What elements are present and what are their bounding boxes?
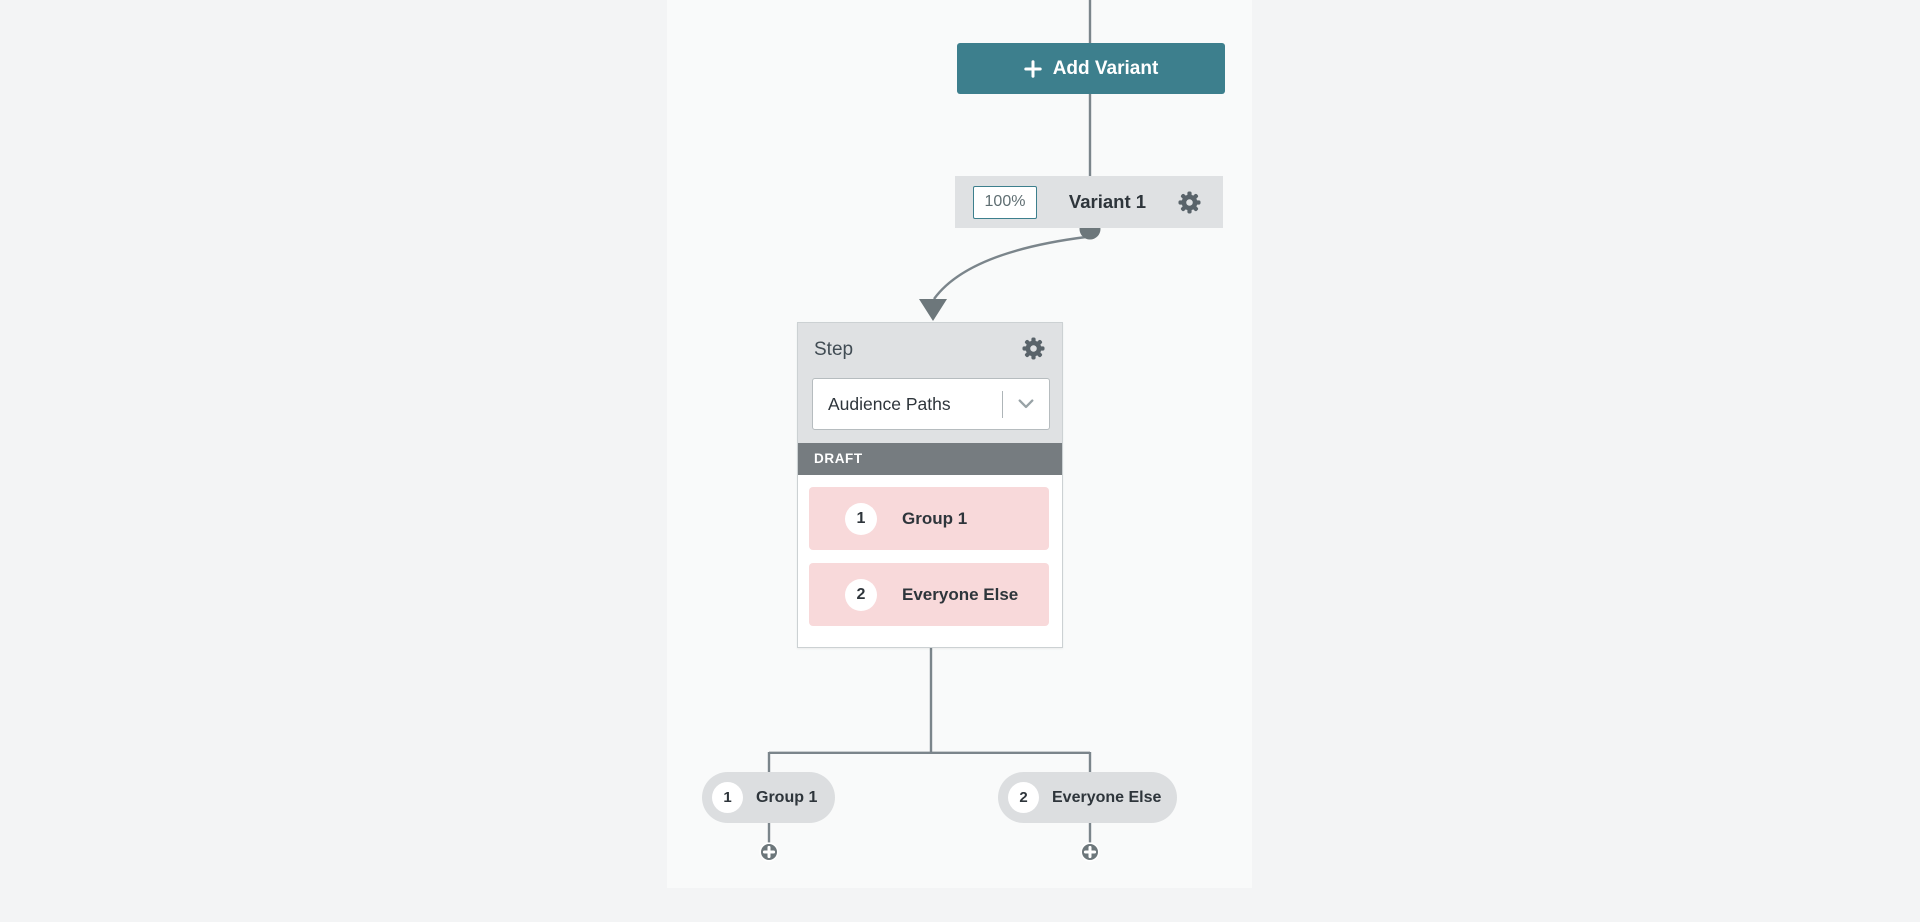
branch-number-badge: 1 <box>712 782 743 813</box>
add-step-button-everyone-else[interactable] <box>1079 841 1101 863</box>
path-number-badge: 1 <box>845 502 877 535</box>
variant-settings-button[interactable] <box>1178 190 1201 214</box>
audience-paths-list: 1 Group 1 2 Everyone Else <box>798 475 1062 626</box>
branch-label: Group 1 <box>756 788 818 806</box>
plus-icon <box>759 842 779 862</box>
step-type-dropdown[interactable]: Audience Paths <box>812 378 1050 430</box>
plus-icon <box>1024 59 1042 78</box>
path-number-badge: 2 <box>845 578 877 611</box>
step-settings-button[interactable] <box>1022 337 1045 360</box>
add-step-button-group-1[interactable] <box>758 841 780 863</box>
branch-number-badge: 2 <box>1008 782 1039 813</box>
chevron-down-icon <box>1003 399 1049 409</box>
status-badge: DRAFT <box>798 443 1062 475</box>
dropdown-divider <box>1002 390 1003 418</box>
path-row-group-1[interactable]: 1 Group 1 <box>809 487 1049 550</box>
path-label: Group 1 <box>902 508 968 528</box>
variant-node[interactable]: Variant 1 <box>955 176 1223 228</box>
step-title: Step <box>814 339 854 360</box>
step-card[interactable]: Step Audience Paths D <box>797 322 1063 648</box>
path-label: Everyone Else <box>902 584 1019 604</box>
gear-icon <box>1178 190 1201 214</box>
gear-icon <box>1022 337 1045 360</box>
plus-icon <box>1080 842 1100 862</box>
path-row-everyone-else[interactable]: 2 Everyone Else <box>809 563 1049 626</box>
branch-node-everyone-else[interactable]: 2 Everyone Else <box>998 772 1177 823</box>
branch-label: Everyone Else <box>1052 788 1162 806</box>
add-variant-button[interactable]: Add Variant <box>957 43 1225 94</box>
variant-percent-input[interactable] <box>973 185 1037 219</box>
add-variant-label: Add Variant <box>1052 57 1159 79</box>
step-card-header: Step Audience Paths <box>798 323 1062 443</box>
branch-node-group-1[interactable]: 1 Group 1 <box>702 772 835 823</box>
step-type-selected-value: Audience Paths <box>828 393 951 414</box>
variant-node-label: Variant 1 <box>1068 191 1147 212</box>
